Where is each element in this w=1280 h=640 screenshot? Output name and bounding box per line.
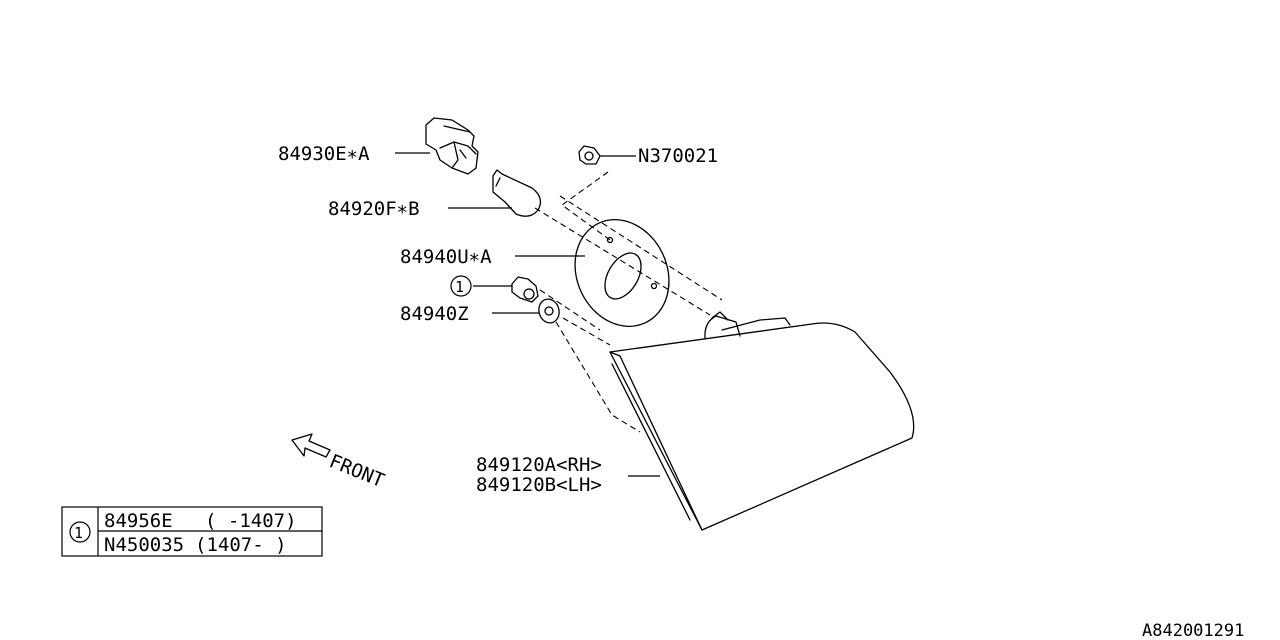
label-gasket: 84940U∗A	[400, 246, 492, 268]
leader-lines	[395, 152, 660, 477]
gasket-plate	[574, 218, 670, 328]
label-bulb: 84920F∗B	[328, 198, 420, 220]
front-arrow-icon	[291, 433, 331, 458]
legend-row-2-part: N450035	[104, 534, 184, 556]
assembly-dashed-lines	[534, 171, 723, 433]
diagram-code: A842001291	[1142, 621, 1244, 640]
label-nut: N370021	[638, 145, 718, 167]
front-label: FRONT	[326, 450, 387, 492]
legend-row-2-range: (1407- )	[195, 534, 287, 556]
label-lamp-rh: 849120A<RH>	[476, 454, 602, 476]
bulb-socket	[425, 117, 479, 175]
legend-ref: 1	[74, 524, 83, 542]
grommet	[538, 298, 560, 324]
legend-row-1-part: 84956E	[104, 510, 173, 532]
tail-lamp-assembly	[609, 311, 915, 531]
legend-table	[61, 506, 323, 557]
ref-one-circle	[450, 275, 472, 297]
label-grommet: 84940Z	[400, 303, 469, 325]
label-lamp-lh: 849120B<LH>	[476, 474, 602, 496]
label-ref-one: 1	[455, 278, 464, 296]
bulb	[492, 169, 542, 217]
label-socket: 84930E∗A	[278, 143, 370, 165]
legend-row-1-range: ( -1407)	[205, 510, 297, 532]
clip	[511, 276, 539, 303]
nut	[578, 145, 601, 165]
